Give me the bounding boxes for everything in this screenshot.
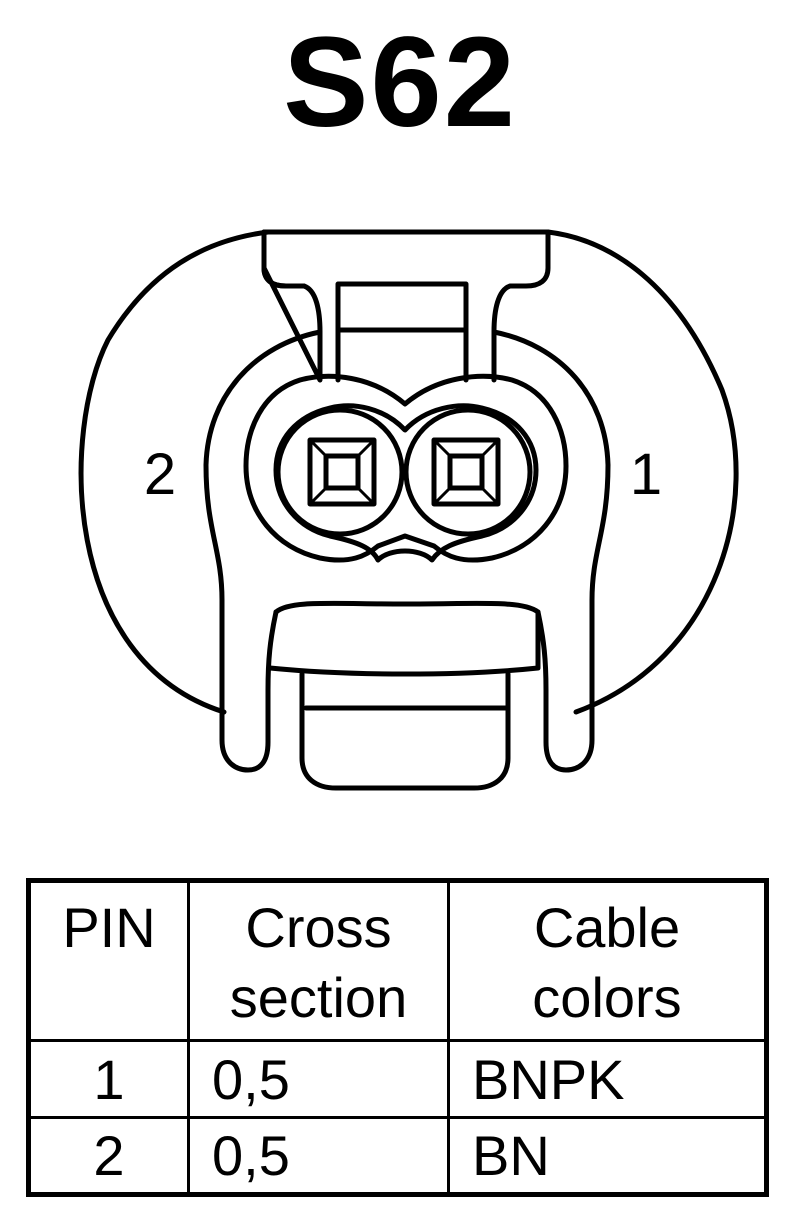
- bottom-tongue: [267, 600, 541, 677]
- pin-label-2: 2: [144, 442, 176, 507]
- row-1-cross-section: 0,5: [187, 1039, 450, 1119]
- row-1-pin: 1: [27, 1039, 190, 1119]
- table-row: 2 0,5 BN: [27, 1116, 768, 1196]
- row-1-cable-color: BNPK: [447, 1039, 768, 1119]
- connector-title: S62: [283, 11, 517, 154]
- row-2-cable-color: BN: [447, 1116, 768, 1196]
- header-cross-section: Cross section: [187, 879, 450, 1042]
- latch-top: [261, 229, 551, 383]
- row-2-pin: 2: [27, 1116, 190, 1196]
- latch-top-cap: [261, 229, 307, 289]
- pin-2-terminal-inner: [323, 453, 361, 491]
- header-pin: PIN: [27, 879, 190, 1042]
- latch-key: [335, 281, 469, 383]
- pin-1-terminal-outer: [431, 437, 501, 507]
- bottom-plug: [299, 671, 511, 791]
- pin-1-cavity: [403, 407, 533, 537]
- pin-label-1: 1: [630, 442, 662, 507]
- table-header-row: PIN Cross section Cable colors: [27, 879, 768, 1042]
- pin-2-cavity: [275, 407, 405, 537]
- cavity-ring-outer: [243, 373, 569, 563]
- housing-outline: [78, 229, 739, 715]
- connector-face-diagram: 2 1: [78, 229, 739, 791]
- inner-body: [203, 329, 611, 773]
- pin-2-terminal-bevel: [308, 438, 376, 506]
- pin-1-terminal-bevel: [432, 438, 500, 506]
- pin-1-terminal-inner: [447, 453, 485, 491]
- pin-assignment-table: PIN Cross section Cable colors 1 0,5 BNP…: [26, 878, 769, 1197]
- header-cable-colors: Cable colors: [447, 879, 768, 1042]
- pin-2-terminal-outer: [307, 437, 377, 507]
- row-2-cross-section: 0,5: [187, 1116, 450, 1196]
- table-row: 1 0,5 BNPK: [27, 1039, 768, 1119]
